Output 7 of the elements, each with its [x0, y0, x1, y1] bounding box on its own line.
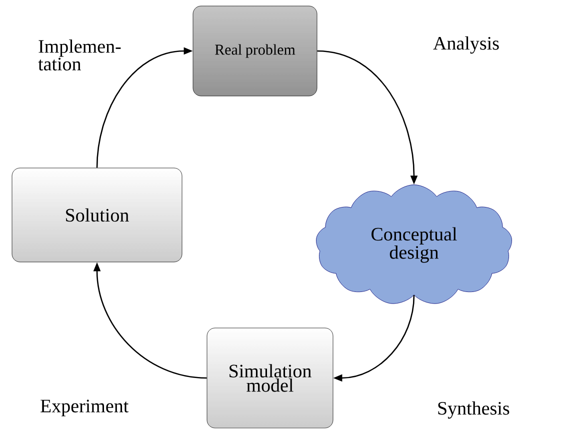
- process-box: Simulation model: [206, 328, 334, 428]
- edge-label: Experiment: [40, 400, 129, 416]
- edge-label: Implemen- tation: [38, 40, 121, 70]
- process-box: Solution: [12, 168, 182, 262]
- edge-label: Synthesis: [438, 401, 510, 419]
- edge-label: Analysis: [433, 36, 499, 54]
- process-box: Real problem: [192, 6, 318, 96]
